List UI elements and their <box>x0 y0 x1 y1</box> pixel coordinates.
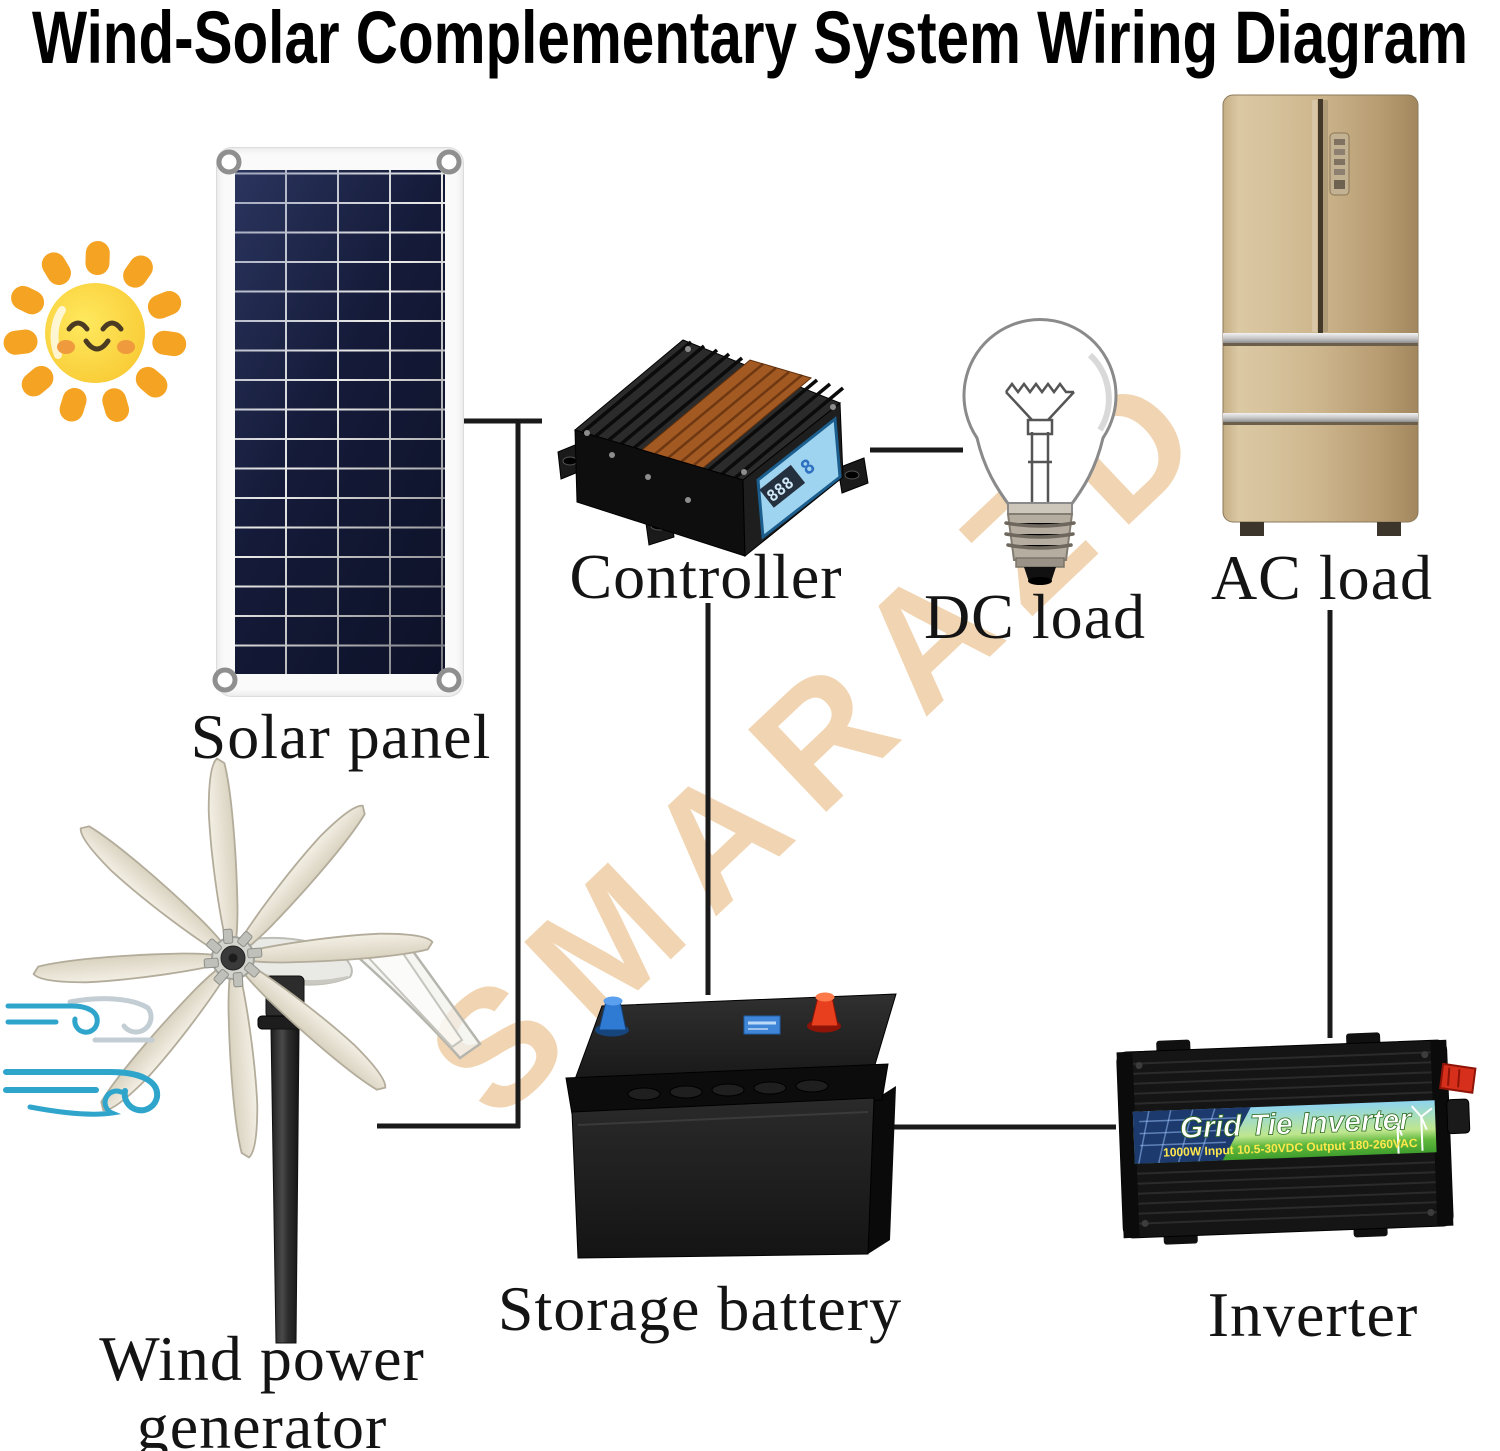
battery-illustration <box>565 992 897 1259</box>
inverter-connector-red <box>1439 1062 1477 1094</box>
bulb-illustration <box>962 317 1118 585</box>
sun-icon <box>2 240 188 425</box>
label-inverter: Inverter <box>1207 1279 1419 1350</box>
fridge-illustration <box>1222 94 1419 536</box>
solar-panel-eyelets <box>212 149 462 693</box>
battery-front <box>571 1097 875 1259</box>
label-ac-load: AC load <box>1210 542 1434 613</box>
solar-panel-illustration <box>216 147 464 697</box>
inverter-band-title: Grid Tie Inverter <box>1179 1103 1414 1145</box>
label-wind-power-line2: generator <box>136 1391 388 1451</box>
label-storage-battery: Storage battery <box>497 1273 903 1344</box>
controller-illustration: 888 8 <box>557 339 869 558</box>
inverter-illustration: Grid Tie Inverter 1000W Input 10.5-30VDC… <box>1116 1032 1477 1245</box>
label-solar-panel: Solar panel <box>190 701 492 772</box>
inverter-label-band: Grid Tie Inverter 1000W Input 10.5-30VDC… <box>1132 1100 1437 1164</box>
turbine-hub <box>203 928 263 988</box>
turbine-pole <box>270 1028 300 1344</box>
wind-gust-icons <box>3 996 161 1117</box>
page-title: Wind-Solar Complementary System Wiring D… <box>32 0 1468 79</box>
label-wind-power-line1: Wind power <box>99 1323 425 1394</box>
battery-terminal-positive <box>807 992 841 1033</box>
label-controller: Controller <box>569 541 843 612</box>
battery-sticker <box>743 1015 781 1035</box>
fridge-door-gap <box>1318 99 1323 333</box>
bulb-glass <box>962 317 1118 511</box>
solar-cells <box>235 170 445 674</box>
battery-terminal-negative <box>595 996 629 1037</box>
wires <box>377 418 1333 1130</box>
wind-turbine-illustration <box>3 756 482 1344</box>
fridge-foot-left <box>1240 522 1264 536</box>
fridge-foot-right <box>1377 522 1401 536</box>
inverter-connector-black <box>1446 1098 1471 1135</box>
label-dc-load: DC load <box>923 581 1147 652</box>
